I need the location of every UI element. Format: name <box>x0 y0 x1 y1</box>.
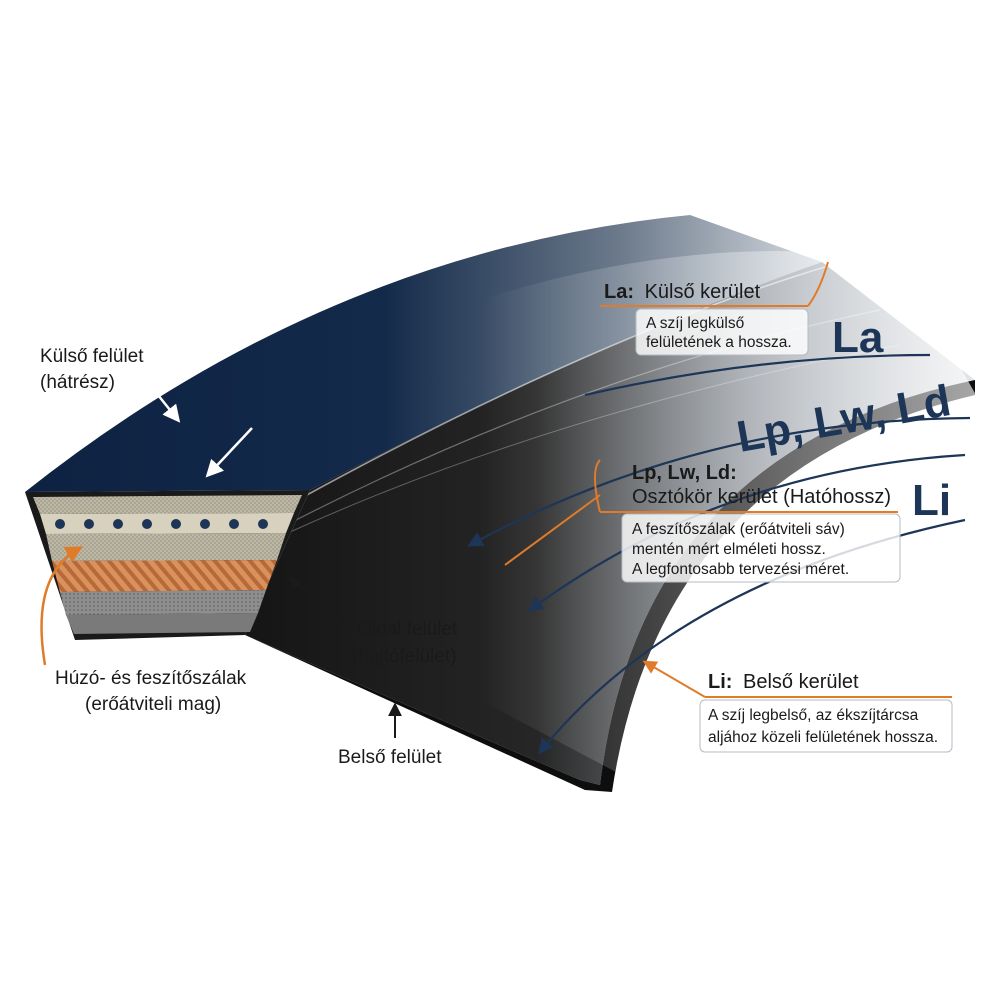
cords-arrow <box>40 546 84 666</box>
la-callout-title: La: Külső kerület <box>604 281 761 303</box>
lp-callout-line-2: mentén mért elméleti hossz. <box>632 541 826 558</box>
li-callout: Li: Belső kerület A szíj legbelső, az ék… <box>642 660 953 753</box>
lp-callout: Lp, Lw, Ld: Osztókör kerület (Hatóhossz)… <box>504 459 901 583</box>
lp-callout-line-1: A feszítőszálak (erőátviteli sáv) <box>632 521 845 538</box>
lp-callout-code: Lp, Lw, Ld: <box>632 462 737 484</box>
la-curve-label: La <box>832 313 884 362</box>
li-callout-title: Li: Belső kerület <box>708 671 859 693</box>
outer-surface-label: Külső felület <box>40 346 144 367</box>
li-callout-arrow <box>642 660 706 698</box>
side-surface-sublabel: (hajtófelület) <box>352 646 457 667</box>
li-curve-label: Li <box>912 476 951 525</box>
inner-surface-label: Belső felület <box>338 747 442 768</box>
li-callout-line-2: aljához közeli felületének hossza. <box>708 729 938 746</box>
outer-surface-sublabel: (hátrész) <box>40 372 115 393</box>
la-callout: La: Külső kerület A szíj legkülső felüle… <box>600 261 829 356</box>
la-callout-line-2: felületének a hossza. <box>646 334 792 351</box>
outer-surface-arrow-2 <box>205 427 253 478</box>
belt-cross-section <box>25 490 310 640</box>
side-surface-arrow <box>287 576 351 629</box>
tension-cords <box>55 519 268 529</box>
cords-sublabel: (erőátviteli mag) <box>85 694 221 715</box>
lp-callout-line-3: A legfontosabb tervezési méret. <box>632 561 849 578</box>
lp-curve-line <box>467 416 971 547</box>
lp-curve-line-2 <box>527 453 966 612</box>
li-callout-line-1: A szíj legbelső, az ékszíjtárcsa <box>708 707 919 724</box>
la-callout-line-1: A szíj legkülső <box>646 315 744 332</box>
cords-label: Húzó- és feszítőszálak <box>55 668 247 689</box>
la-curve-line <box>584 353 931 397</box>
lp-callout-title: Osztókör kerület (Hatóhossz) <box>632 486 891 508</box>
side-surface-label: Oldal felület <box>357 619 458 640</box>
outer-surface-arrow <box>149 384 181 423</box>
